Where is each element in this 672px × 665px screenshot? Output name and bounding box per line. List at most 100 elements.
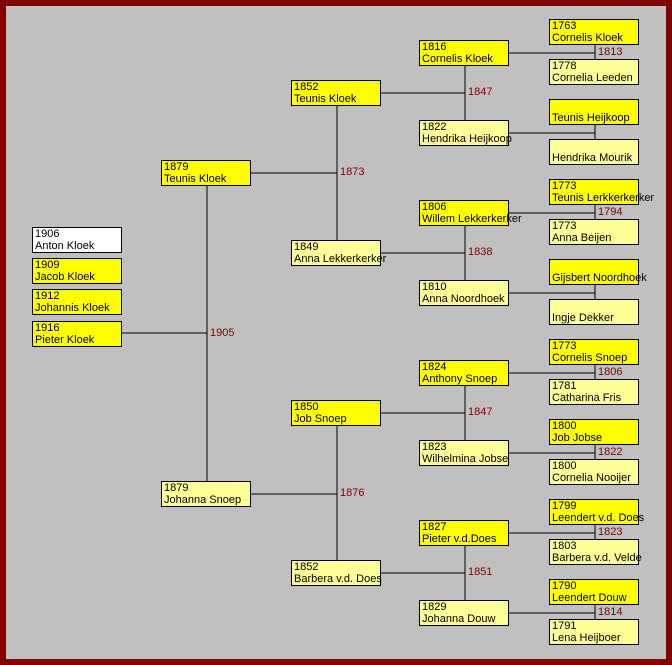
- birth-year: 1806: [422, 201, 447, 213]
- person-name: Cornelis Snoep: [552, 352, 628, 364]
- birth-year: [552, 300, 638, 312]
- birth-year: 1800: [552, 420, 577, 432]
- marriage-year: 1794: [598, 206, 623, 218]
- birth-year: [552, 260, 638, 272]
- person-name: Hendrika Mourik: [552, 152, 633, 164]
- marriage-year: 1873: [340, 166, 365, 178]
- person-name: Barbera v.d. Velde: [552, 552, 642, 564]
- marriage-year: 1838: [468, 246, 493, 258]
- birth-year: [552, 140, 638, 152]
- marriage-year: 1814: [598, 606, 623, 618]
- birth-year: [552, 100, 638, 112]
- person-name: Cornelis Kloek: [552, 32, 623, 44]
- person-name: Jacob Kloek: [35, 271, 95, 283]
- marriage-year: 1905: [210, 327, 235, 339]
- marriage-year: 1813: [598, 46, 623, 58]
- birth-year: 1912: [35, 290, 60, 302]
- birth-year: 1763: [552, 20, 577, 32]
- marriage-year: 1823: [598, 526, 623, 538]
- birth-year: 1773: [552, 340, 577, 352]
- marriage-year: 1847: [468, 406, 493, 418]
- person-name: Ingje Dekker: [552, 312, 614, 324]
- person-name: Anton Kloek: [35, 240, 95, 252]
- person-name: Cornelia Nooijer: [552, 472, 631, 484]
- birth-year: 1827: [422, 521, 447, 533]
- birth-year: 1803: [552, 540, 577, 552]
- birth-year: 1823: [422, 441, 447, 453]
- person-name: Teunis Kloek: [164, 173, 227, 185]
- person-box[interactable]: Hendrika Mourik: [549, 139, 639, 165]
- birth-year: 1824: [422, 361, 447, 373]
- birth-year: 1829: [422, 601, 447, 613]
- person-name: Leendert Douw: [552, 592, 627, 604]
- person-name: Job Jobse: [552, 432, 603, 444]
- birth-year: 1799: [552, 500, 577, 512]
- birth-year: 1849: [294, 241, 319, 253]
- person-name: Johanna Douw: [422, 613, 496, 625]
- birth-year: 1850: [294, 401, 319, 413]
- marriage-year: 1806: [598, 366, 623, 378]
- birth-year: 1852: [294, 81, 319, 93]
- person-name: Johannis Kloek: [35, 302, 110, 314]
- birth-year: 1816: [422, 41, 447, 53]
- person-name: Pieter v.d.Does: [422, 533, 497, 545]
- person-box[interactable]: Gijsbert Noordhoek: [549, 259, 647, 285]
- person-name: Lena Heijboer: [552, 632, 621, 644]
- birth-year: 1800: [552, 460, 577, 472]
- birth-year: 1879: [164, 482, 189, 494]
- person-name: Anthony Snoep: [422, 373, 498, 385]
- person-name: Anna Beijen: [552, 232, 612, 244]
- marriage-year: 1876: [340, 487, 365, 499]
- birth-year: 1790: [552, 580, 577, 592]
- birth-year: 1822: [422, 121, 447, 133]
- person-name: Catharina Fris: [552, 392, 622, 404]
- marriage-year: 1851: [468, 566, 493, 578]
- birth-year: 1773: [552, 220, 577, 232]
- person-name: Anna Lekkerkerker: [294, 253, 387, 265]
- person-name: Barbera v.d. Does: [294, 573, 382, 585]
- birth-year: 1879: [164, 161, 189, 173]
- person-name: Teunis Heijkoop: [552, 112, 630, 124]
- person-name: Gijsbert Noordhoek: [552, 272, 647, 284]
- person-name: Wilhelmina Jobse: [422, 453, 509, 465]
- person-box[interactable]: Teunis Heijkoop: [549, 99, 639, 125]
- birth-year: 1810: [422, 281, 447, 293]
- person-name: Cornelis Kloek: [422, 53, 493, 65]
- person-name: Teunis Lerkkerkerker: [552, 192, 655, 204]
- person-name: Hendrika Heijkoop: [422, 133, 512, 145]
- birth-year: 1852: [294, 561, 319, 573]
- person-box[interactable]: Ingje Dekker: [549, 299, 639, 325]
- person-name: Johanna Snoep: [164, 494, 242, 506]
